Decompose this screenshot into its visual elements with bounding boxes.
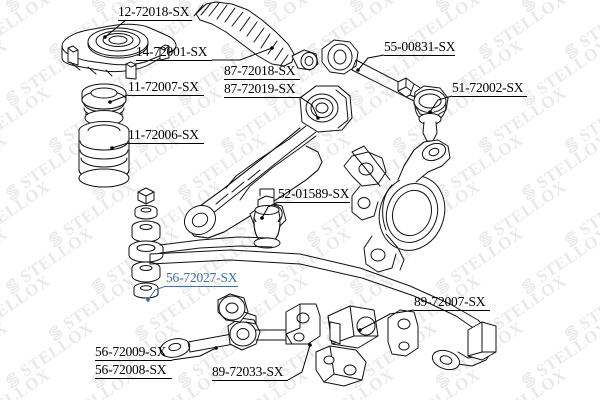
part-stabilizer-link-hardware xyxy=(128,187,273,299)
part-number-label-lower-ball-joint[interactable]: 52-01589-SX xyxy=(278,186,350,201)
leader-endpoint-dot xyxy=(146,298,150,302)
part-label-underline xyxy=(212,380,288,381)
part-number-label-stabilizer-link-kit[interactable]: 56-72009-SX xyxy=(95,344,167,359)
part-label-underline xyxy=(414,310,490,311)
part-label-underline xyxy=(128,143,204,144)
leader-line-stabilizer-bar-bush xyxy=(359,309,415,331)
part-number-label-stabilizer-bar-bracket[interactable]: 89-72033-SX xyxy=(212,364,284,379)
part-number-label-steering-rack-boot[interactable]: 87-72018-SX xyxy=(224,63,296,78)
part-lower-ball-joint xyxy=(253,188,281,249)
leader-endpoint-dot xyxy=(108,100,112,104)
leader-endpoint-dot xyxy=(270,46,274,50)
leader-endpoint-dot xyxy=(103,35,107,39)
leader-line-strut-mount xyxy=(104,19,127,38)
leader-line-control-arm-bush xyxy=(299,96,319,119)
part-number-label-control-arm-bush[interactable]: 87-72019-SX xyxy=(224,81,296,96)
part-label-underline xyxy=(95,378,172,379)
part-steering-knuckle xyxy=(343,139,451,273)
part-number-label-outer-tie-rod-end[interactable]: 51-72002-SX xyxy=(452,80,524,95)
leader-endpoint-dot xyxy=(110,146,114,150)
leader-endpoint-dot xyxy=(260,216,264,220)
part-label-underline xyxy=(118,20,192,21)
leader-line-outer-tie-rod-end xyxy=(429,95,453,113)
part-stabilizer-link-assembly xyxy=(159,293,293,358)
leader-line-strut-bearing xyxy=(212,47,273,61)
part-number-label-dust-boot[interactable]: 11-72006-SX xyxy=(128,127,199,142)
part-label-underline xyxy=(166,286,238,287)
part-label-underline xyxy=(95,360,172,361)
part-number-label-stabilizer-link-alt[interactable]: 56-72008-SX xyxy=(95,362,167,377)
part-label-underline xyxy=(224,97,300,98)
leader-line-lower-ball-joint xyxy=(261,201,279,219)
part-number-label-strut-mount[interactable]: 12-72018-SX xyxy=(118,4,190,19)
part-inner-tie-rod xyxy=(321,39,425,102)
part-label-underline xyxy=(128,95,204,96)
part-label-underline xyxy=(278,202,350,203)
part-label-underline xyxy=(224,79,300,80)
part-strut-mount xyxy=(61,23,177,80)
leader-line-stabilizer-link xyxy=(147,285,167,301)
leader-endpoint-dot xyxy=(428,110,432,114)
part-steering-rack-boot xyxy=(193,1,319,71)
part-number-label-bump-stop-upper[interactable]: 11-72007-SX xyxy=(128,79,199,94)
part-label-underline xyxy=(452,96,527,97)
leader-endpoint-dot xyxy=(316,116,320,120)
part-number-label-stabilizer-link[interactable]: 56-72027-SX xyxy=(166,270,238,285)
leader-line-dust-boot xyxy=(111,142,129,149)
leader-line-inner-tie-rod xyxy=(357,54,385,71)
part-control-arm-bush xyxy=(299,85,353,133)
part-number-label-inner-tie-rod[interactable]: 55-00831-SX xyxy=(384,39,456,54)
leader-line-bump-stop-upper xyxy=(109,94,129,103)
leader-endpoint-dot xyxy=(356,68,360,72)
leader-endpoint-dot xyxy=(358,328,362,332)
leader-line-stabilizer-link-kit xyxy=(171,347,217,361)
part-number-label-stabilizer-bar-bush[interactable]: 89-72007-SX xyxy=(414,294,486,309)
leader-line-stabilizer-bar-bracket xyxy=(287,344,311,381)
part-label-underline xyxy=(136,60,212,61)
leader-endpoint-dot xyxy=(308,343,312,347)
leader-endpoint-dot xyxy=(214,346,218,350)
part-dust-boot xyxy=(78,121,130,188)
part-number-label-strut-bearing[interactable]: 14-72001-SX xyxy=(136,44,208,59)
part-label-underline xyxy=(384,55,455,56)
